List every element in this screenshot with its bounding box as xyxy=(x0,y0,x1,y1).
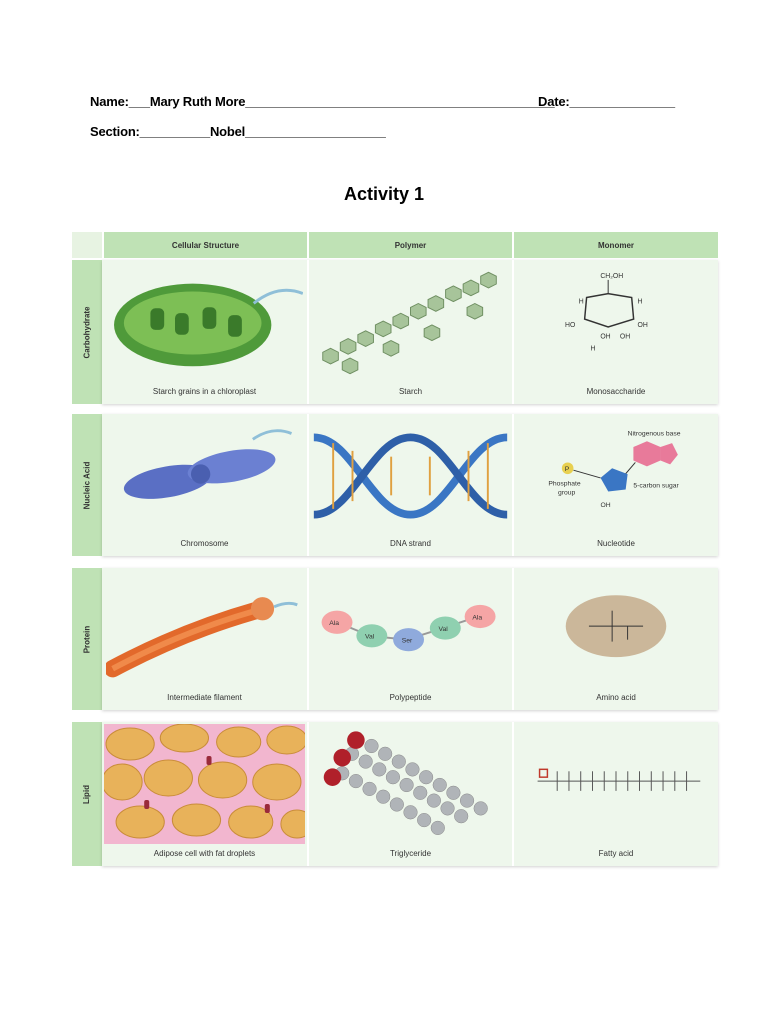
caption-amino-acid: Amino acid xyxy=(596,693,636,702)
formula-oh-right: OH xyxy=(638,322,648,329)
amino-acid-diagram xyxy=(518,572,714,688)
caption-starch: Starch xyxy=(398,387,423,396)
cell-starch: Starch xyxy=(307,260,512,404)
caption-chloroplast: Starch grains in a chloroplast xyxy=(152,387,257,396)
col-header-polymer: Polymer xyxy=(309,232,512,258)
cell-filament: Intermediate filament xyxy=(102,568,307,710)
bead-val-2: Val xyxy=(439,626,449,633)
filament-image xyxy=(103,572,303,688)
adipose-image xyxy=(101,723,314,844)
polypeptide-image: Ala Val Ser Val Ala xyxy=(313,572,508,688)
formula-oh-bottom: OH xyxy=(600,334,610,341)
cell-polypeptide: Ala Val Ser Val Ala Polypeptide xyxy=(307,568,512,710)
row-label-lipid: Lipid xyxy=(72,722,102,866)
cell-chromosome: Chromosome xyxy=(102,414,307,556)
name-field: Name:___Mary Ruth More__________________… xyxy=(90,94,555,109)
cell-adipose: Adipose cell with fat droplets xyxy=(101,722,314,866)
row-label-nucleic-acid: Nucleic Acid xyxy=(72,414,102,556)
chromosome-image xyxy=(106,418,303,534)
row-nucleic-acid: Chromosome DNA strand xyxy=(102,414,718,556)
label-group: group xyxy=(558,489,576,496)
label-phosphate: Phosphate xyxy=(548,481,581,488)
triglyceride-image xyxy=(313,726,508,844)
cell-amino-acid: Amino acid xyxy=(512,568,718,710)
row-lipid: Adipose cell with fat droplets xyxy=(101,722,718,866)
cell-fatty-acid: Fatty acid xyxy=(512,722,718,866)
label-5-carbon-sugar: 5-carbon sugar xyxy=(633,483,679,490)
date-field: Date:_______________ xyxy=(538,94,675,109)
caption-triglyceride: Triglyceride xyxy=(389,849,432,858)
bead-val-1: Val xyxy=(365,634,375,641)
caption-filament: Intermediate filament xyxy=(167,693,242,702)
cell-chloroplast: Starch grains in a chloroplast xyxy=(102,260,307,404)
cell-monosaccharide: CH₂OH H H OH HO OH H OH Monosaccharide xyxy=(512,260,718,404)
formula-oh-bottom-right: OH xyxy=(620,334,630,341)
label-oh: OH xyxy=(601,502,611,509)
label-p: P xyxy=(565,466,570,473)
corner-cell xyxy=(72,232,102,258)
caption-fatty-acid: Fatty acid xyxy=(598,849,634,858)
chloroplast-image xyxy=(106,264,304,382)
starch-image xyxy=(313,264,508,382)
caption-dna: DNA strand xyxy=(390,539,431,548)
formula-ho-left: HO xyxy=(565,322,575,329)
caption-polypeptide: Polypeptide xyxy=(389,693,432,702)
bead-ala-2: Ala xyxy=(472,614,482,621)
col-header-cellular-structure: Cellular Structure xyxy=(104,232,307,258)
caption-chromosome: Chromosome xyxy=(180,539,229,548)
caption-nucleotide: Nucleotide xyxy=(597,539,635,548)
cell-nucleotide: Nitrogenous base P Phosphate group 5-car… xyxy=(512,414,718,556)
fatty-acid-diagram xyxy=(518,726,714,844)
caption-adipose: Adipose cell with fat droplets xyxy=(153,849,256,858)
row-carbohydrate: Starch grains in a chloroplast xyxy=(102,260,718,404)
nucleotide-diagram: Nitrogenous base P Phosphate group 5-car… xyxy=(518,418,714,534)
cell-triglyceride: Triglyceride xyxy=(307,722,512,866)
row-protein: Intermediate filament Ala Val Ser Val Al… xyxy=(102,568,718,710)
monosaccharide-formula: CH₂OH H H OH HO OH H OH xyxy=(518,264,714,382)
row-label-protein: Protein xyxy=(72,568,102,710)
label-nitrogenous-base: Nitrogenous base xyxy=(628,430,681,437)
page-title: Activity 1 xyxy=(343,184,425,204)
formula-h-right: H xyxy=(638,298,643,305)
macromolecule-table: Cellular Structure Polymer Monomer Carbo… xyxy=(72,232,718,866)
cell-dna: DNA strand xyxy=(307,414,512,556)
dna-image xyxy=(313,418,508,534)
formula-ch2oh: CH₂OH xyxy=(600,273,623,280)
row-label-carbohydrate: Carbohydrate xyxy=(72,260,102,404)
section-field: Section:__________Nobel_________________… xyxy=(90,124,386,139)
caption-monosaccharide: Monosaccharide xyxy=(586,387,646,396)
formula-h-bottom-left: H xyxy=(591,345,596,352)
formula-h-left: H xyxy=(579,298,584,305)
bead-ala-1: Ala xyxy=(329,620,339,627)
col-header-monomer: Monomer xyxy=(514,232,718,258)
bead-ser: Ser xyxy=(402,638,413,645)
